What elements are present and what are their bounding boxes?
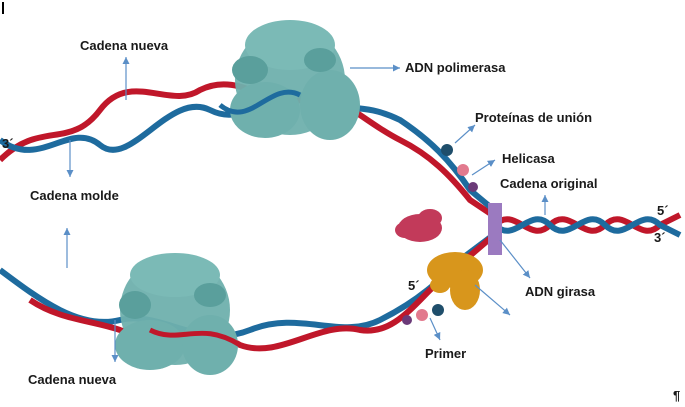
binding-protein-dark-icon-2 bbox=[432, 304, 444, 316]
label-5-prime-right: 5´ bbox=[657, 203, 669, 218]
label-primer: Primer bbox=[425, 346, 466, 361]
label-original-strand: Cadena original bbox=[500, 176, 598, 191]
label-template-strand: Cadena molde bbox=[30, 188, 119, 203]
label-dna-gyrase: ADN girasa bbox=[525, 284, 596, 299]
label-helicase: Helicasa bbox=[502, 151, 556, 166]
label-5-prime-mid: 5´ bbox=[408, 278, 420, 293]
label-binding-proteins: Proteínas de unión bbox=[475, 110, 592, 125]
pilcrow-mark: ¶ bbox=[673, 388, 680, 403]
cursor-mark bbox=[2, 2, 4, 14]
label-dna-polymerase: ADN polimerasa bbox=[405, 60, 506, 75]
polymerase-top bbox=[230, 20, 360, 140]
helicase-icon bbox=[427, 252, 483, 310]
polymerase-bottom bbox=[115, 253, 238, 375]
label-3-prime-left: 3´ bbox=[2, 136, 14, 151]
pointer-arrows bbox=[63, 57, 549, 362]
parent-blue-strand bbox=[492, 216, 682, 238]
binding-protein-purple-icon bbox=[468, 182, 478, 192]
bottom-branch bbox=[0, 227, 502, 352]
binding-protein-pink-icon-2 bbox=[416, 309, 428, 321]
bottom-red-strand bbox=[28, 227, 502, 352]
label-new-strand-top: Cadena nueva bbox=[80, 38, 169, 53]
gyrase-icon bbox=[488, 203, 502, 255]
binding-protein-dark-icon bbox=[441, 144, 453, 156]
parent-duplex bbox=[492, 212, 682, 238]
binding-protein-pink-icon bbox=[457, 164, 469, 176]
label-3-prime-right: 3´ bbox=[654, 230, 666, 245]
topoisomerase-icon bbox=[395, 209, 442, 242]
label-new-strand-bottom: Cadena nueva bbox=[28, 372, 117, 387]
binding-protein-purple-icon-2 bbox=[402, 315, 412, 325]
